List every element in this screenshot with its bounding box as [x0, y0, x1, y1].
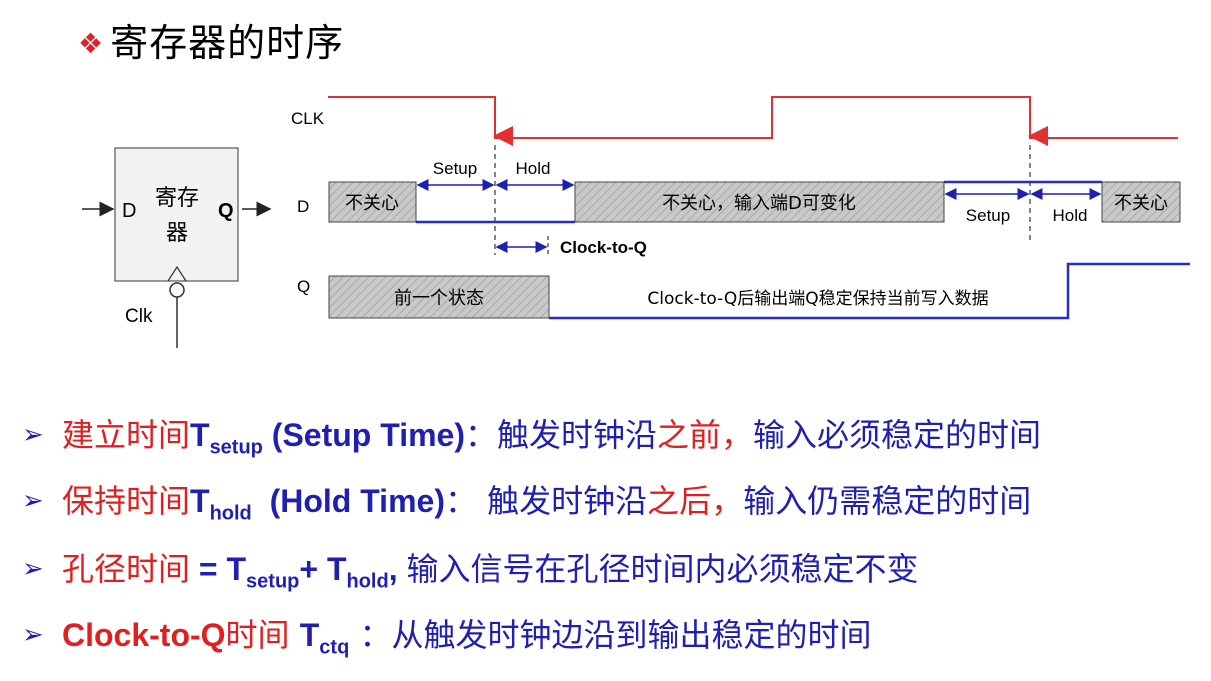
- setup-time-term: 建立时间: [62, 416, 191, 454]
- setup-subscript: setup: [209, 436, 263, 459]
- title-text: 寄存器的时序: [110, 21, 345, 65]
- setup-label-2: Setup: [966, 206, 1010, 225]
- register-block: D Q 寄存 器 Clk: [82, 147, 272, 348]
- bullet-setup-time: ➢建立时间Tsetup (Setup Time)：触发时钟沿之前，输入必须稳定的…: [22, 416, 1042, 459]
- setup-t-symbol: T: [190, 417, 210, 453]
- d-dontcare-box-2: [574, 181, 945, 223]
- q-signal-label: Q: [297, 277, 310, 296]
- hold-label-1: Hold: [516, 159, 551, 178]
- hold-desc-2: 输入仍需稳定的时间: [743, 482, 1032, 520]
- register-d-label: D: [122, 200, 136, 222]
- clk-signal-label: CLK: [291, 109, 325, 128]
- bullet-arrow-icon: ➢: [22, 486, 44, 516]
- bullet-arrow-icon: ➢: [22, 420, 44, 450]
- aperture-time-term: 孔径时间: [62, 550, 191, 588]
- d-dontcare-box-1: [328, 181, 417, 223]
- clk-waveform: [328, 96, 1178, 139]
- q-previous-state-text: 前一个状态: [394, 288, 484, 309]
- register-label-line1: 寄存: [155, 186, 199, 211]
- diamond-bullet-icon: ❖: [78, 27, 105, 60]
- bullet-hold-time: ➢保持时间Thold (Hold Time)： 触发时钟沿之后，输入仍需稳定的时…: [22, 482, 1032, 525]
- hold-t-symbol: T: [190, 483, 210, 519]
- page-title: ❖寄存器的时序: [78, 12, 344, 67]
- bullet-aperture-time: ➢孔径时间 = Tsetup+ Thold, 输入信号在孔径时间内必须稳定不变: [22, 550, 919, 593]
- clock-inversion-bubble: [169, 282, 185, 298]
- d-signal-label: D: [297, 197, 309, 216]
- q-previous-state-box: [328, 275, 550, 319]
- hold-time-term: 保持时间: [62, 482, 191, 520]
- setup-emphasis: 之前，: [657, 416, 754, 454]
- hold-english: (Hold Time): [251, 483, 445, 519]
- setup-desc-2: 输入必须稳定的时间: [753, 416, 1042, 454]
- d-dontcare-text-3: 不关心: [1114, 193, 1168, 214]
- setup-label-1: Setup: [433, 159, 477, 178]
- bullet-arrow-icon: ➢: [22, 554, 44, 584]
- d-dontcare-text-2: 不关心，输入端D可变化: [662, 193, 856, 214]
- setup-desc-1: 触发时钟沿: [497, 416, 658, 454]
- hold-desc-1: 触发时钟沿: [487, 482, 648, 520]
- hold-emphasis: 之后，: [647, 482, 744, 520]
- clock-triangle-icon: [167, 265, 187, 282]
- bullet-arrow-icon: ➢: [22, 620, 44, 650]
- register-q-label: Q: [218, 200, 234, 222]
- d-dontcare-text-1: 不关心: [345, 193, 399, 214]
- bullet-clock-to-q: ➢Clock-to-Q时间 Tctq ：从触发时钟边沿到输出稳定的时间: [22, 616, 872, 659]
- hold-label-2: Hold: [1053, 206, 1088, 225]
- clock-to-q-label: Clock-to-Q: [560, 238, 647, 257]
- d-dontcare-box-3: [1101, 181, 1181, 223]
- ctq-t-symbol: T: [299, 617, 320, 653]
- ctq-desc: 从触发时钟边沿到输出稳定的时间: [391, 616, 872, 654]
- register-clk-label: Clk: [125, 306, 153, 327]
- aperture-desc: 输入信号在孔径时间内必须稳定不变: [406, 550, 919, 588]
- ctq-term: Clock-to-Q: [62, 617, 226, 653]
- timing-diagram: D Q 寄存 器 Clk CLK D Q 不关心 不关心，输入端D可变化 不关心…: [82, 96, 1190, 348]
- register-label-line2: 器: [166, 221, 188, 246]
- q-stable-text: Clock-to-Q后输出端Q稳定保持当前写入数据: [647, 289, 988, 309]
- setup-english: (Setup Time): [262, 417, 465, 453]
- q-waveform: [549, 262, 1190, 320]
- hold-subscript: hold: [209, 502, 252, 525]
